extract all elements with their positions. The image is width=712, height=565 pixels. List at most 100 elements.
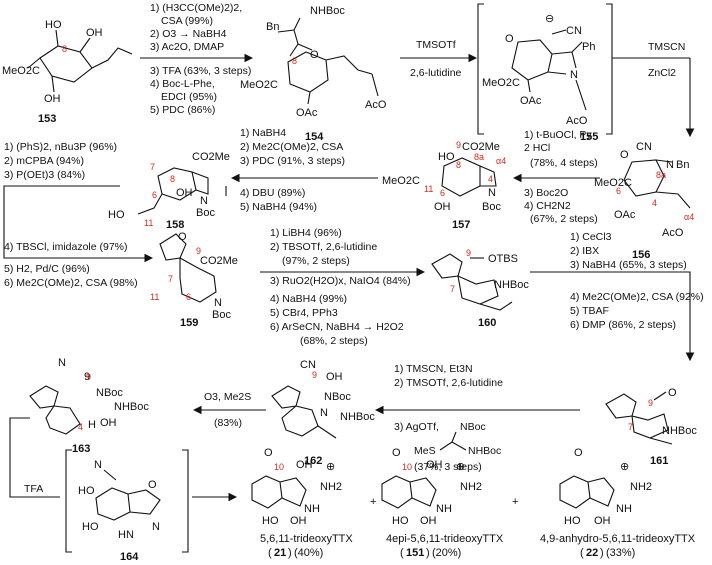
svg-text:3) NaBH4 (65%, 3 steps): 3) NaBH4 (65%, 3 steps) xyxy=(570,259,687,271)
svg-text:CN: CN xyxy=(300,359,316,371)
svg-text:6) DMP (86%, 2 steps): 6) DMP (86%, 2 steps) xyxy=(570,319,676,331)
svg-text:5) TBAF: 5) TBAF xyxy=(570,305,609,317)
svg-text:MeO2C: MeO2C xyxy=(594,177,632,189)
svg-text:Ph: Ph xyxy=(582,41,595,53)
svg-text:OTBS: OTBS xyxy=(488,253,518,265)
label-164: 164 xyxy=(120,551,139,563)
svg-text:6: 6 xyxy=(152,190,157,200)
svg-text:6: 6 xyxy=(616,186,621,196)
svg-text:1) t-BuOCl, Py: 1) t-BuOCl, Py xyxy=(524,129,592,141)
svg-text:Bn: Bn xyxy=(266,21,279,33)
svg-text:MeO2C: MeO2C xyxy=(2,65,40,77)
svg-text:MeO2C: MeO2C xyxy=(382,175,420,187)
svg-text:CO2Me: CO2Me xyxy=(200,255,238,267)
svg-text:3) AgOTf,: 3) AgOTf, xyxy=(394,421,439,433)
svg-text:O: O xyxy=(620,149,629,161)
svg-text:2) IBX: 2) IBX xyxy=(570,245,599,257)
compound-153: MeO2C OH HO OH 8 153 xyxy=(2,19,133,125)
svg-text:1) (PhS)2, nBu3P (96%): 1) (PhS)2, nBu3P (96%) xyxy=(4,141,117,153)
plus-1: + xyxy=(370,496,376,508)
svg-text:8: 8 xyxy=(456,160,461,170)
reagents-step10-a: O3, Me2S xyxy=(204,391,251,403)
reagents-step8: 1) CeCl3 2) IBX 3) NaBH4 (65%, 3 steps) … xyxy=(570,231,704,331)
svg-text:8: 8 xyxy=(62,44,67,54)
product-22-yield: (33%) xyxy=(606,547,635,559)
svg-text:MeO2C: MeO2C xyxy=(240,79,278,91)
svg-text:MeO2C: MeO2C xyxy=(482,77,520,89)
connector-163 xyxy=(9,417,60,498)
svg-text:OH: OH xyxy=(296,459,313,471)
svg-text:9: 9 xyxy=(456,140,461,150)
svg-text:O: O xyxy=(264,447,273,459)
arrow-8 xyxy=(530,271,695,362)
reagents-step3-a: TMSCN xyxy=(648,41,685,53)
reagents-step7: 1) LiBH4 (96%) 2) TBSOTf, 2,6-lutidine (… xyxy=(270,227,411,347)
svg-text:7: 7 xyxy=(150,162,155,172)
svg-text:⊕: ⊕ xyxy=(456,461,465,473)
svg-text:N: N xyxy=(94,459,102,471)
svg-text:4: 4 xyxy=(78,422,83,432)
svg-text:NBoc: NBoc xyxy=(324,391,351,403)
compound-160: OTBS NHBoc 9 7 160 xyxy=(431,248,529,329)
label-163: 163 xyxy=(72,443,90,455)
svg-text:CO2Me: CO2Me xyxy=(192,151,230,163)
svg-text:O: O xyxy=(668,387,677,399)
svg-text:9: 9 xyxy=(86,372,91,382)
reagents-step2-a: TMSOTf xyxy=(416,39,456,51)
svg-text:3) Ac2O, DMAP: 3) Ac2O, DMAP xyxy=(150,41,224,53)
reagents-step3-b: ZnCl2 xyxy=(648,67,676,79)
svg-text:(: ( xyxy=(400,547,404,559)
product-21: O 10 OH ⊕ NH2 NH HO OH 5,6,11-trideoxyTT… xyxy=(251,447,353,559)
svg-text:11: 11 xyxy=(144,218,153,228)
svg-text:⊕: ⊕ xyxy=(326,461,335,473)
svg-text:N: N xyxy=(58,357,66,369)
svg-text:4: 4 xyxy=(488,174,493,184)
product-151-yield: (20%) xyxy=(432,547,461,559)
product-22: O ⊕ NH2 NH HO OH 4,9-anhydro-5,6,11-trid… xyxy=(540,447,696,559)
svg-text:): ) xyxy=(288,547,292,559)
compound-161: O NHBoc 9 7 161 xyxy=(605,387,697,467)
svg-text:(67%, 2 steps): (67%, 2 steps) xyxy=(530,213,598,225)
label-154: 154 xyxy=(305,131,324,143)
svg-text:Boc: Boc xyxy=(482,201,501,213)
svg-text:CO2Me: CO2Me xyxy=(462,141,500,153)
svg-text:8: 8 xyxy=(170,174,175,184)
svg-text:4) TBSCl, imidazole (97%): 4) TBSCl, imidazole (97%) xyxy=(4,241,128,253)
svg-text:4) CH2N2: 4) CH2N2 xyxy=(524,200,571,212)
svg-text:HO: HO xyxy=(45,19,62,31)
svg-text:OAc: OAc xyxy=(296,107,318,119)
svg-text:OAc: OAc xyxy=(520,95,542,107)
svg-text:NHBoc: NHBoc xyxy=(340,411,375,423)
svg-text:⊕: ⊕ xyxy=(620,461,629,473)
svg-text:NBoc: NBoc xyxy=(460,421,486,433)
svg-text:1) LiBH4 (96%): 1) LiBH4 (96%) xyxy=(270,227,342,239)
svg-text:HO: HO xyxy=(392,515,409,527)
compound-155: ⊖ CN Ph N O MeO2C OAc AcO 155 xyxy=(477,3,613,143)
svg-text:EDCI (95%): EDCI (95%) xyxy=(161,91,217,103)
product-151-number: 151 xyxy=(406,547,424,559)
svg-text:1) TMSCN, Et3N: 1) TMSCN, Et3N xyxy=(394,363,473,375)
svg-text:9: 9 xyxy=(648,398,653,408)
svg-text:2) TMSOTf, 2,6-lutidine: 2) TMSOTf, 2,6-lutidine xyxy=(394,377,503,389)
label-160: 160 xyxy=(478,317,496,329)
svg-text:NHBoc: NHBoc xyxy=(494,279,529,291)
svg-text:9: 9 xyxy=(84,371,90,383)
label-158: 158 xyxy=(166,219,184,231)
svg-text:7: 7 xyxy=(628,422,633,432)
svg-text:2) TBSOTf, 2,6-lutidine: 2) TBSOTf, 2,6-lutidine xyxy=(270,241,377,253)
svg-text:NHBoc: NHBoc xyxy=(114,401,149,413)
svg-text:OH: OH xyxy=(420,515,437,527)
svg-text:10: 10 xyxy=(402,462,412,472)
svg-text:3) Boc2O: 3) Boc2O xyxy=(524,187,568,199)
svg-text:MeS: MeS xyxy=(414,445,436,457)
svg-text:): ) xyxy=(600,547,604,559)
svg-text:NH: NH xyxy=(304,503,320,515)
svg-text:OH: OH xyxy=(86,27,103,39)
product-151: O 10 OH ⊕ NH2 NH HO OH 4epi-5,6,11-tride… xyxy=(381,447,504,559)
svg-text:O: O xyxy=(178,231,187,243)
svg-text:CN: CN xyxy=(566,25,582,37)
svg-text:NH: NH xyxy=(616,503,632,515)
compound-163: N 9 NBoc NHBoc OH H 9 4 163 xyxy=(29,357,149,455)
compound-164: N HO O N HN HO 164 xyxy=(65,449,189,563)
svg-text:⊖: ⊖ xyxy=(545,13,554,25)
